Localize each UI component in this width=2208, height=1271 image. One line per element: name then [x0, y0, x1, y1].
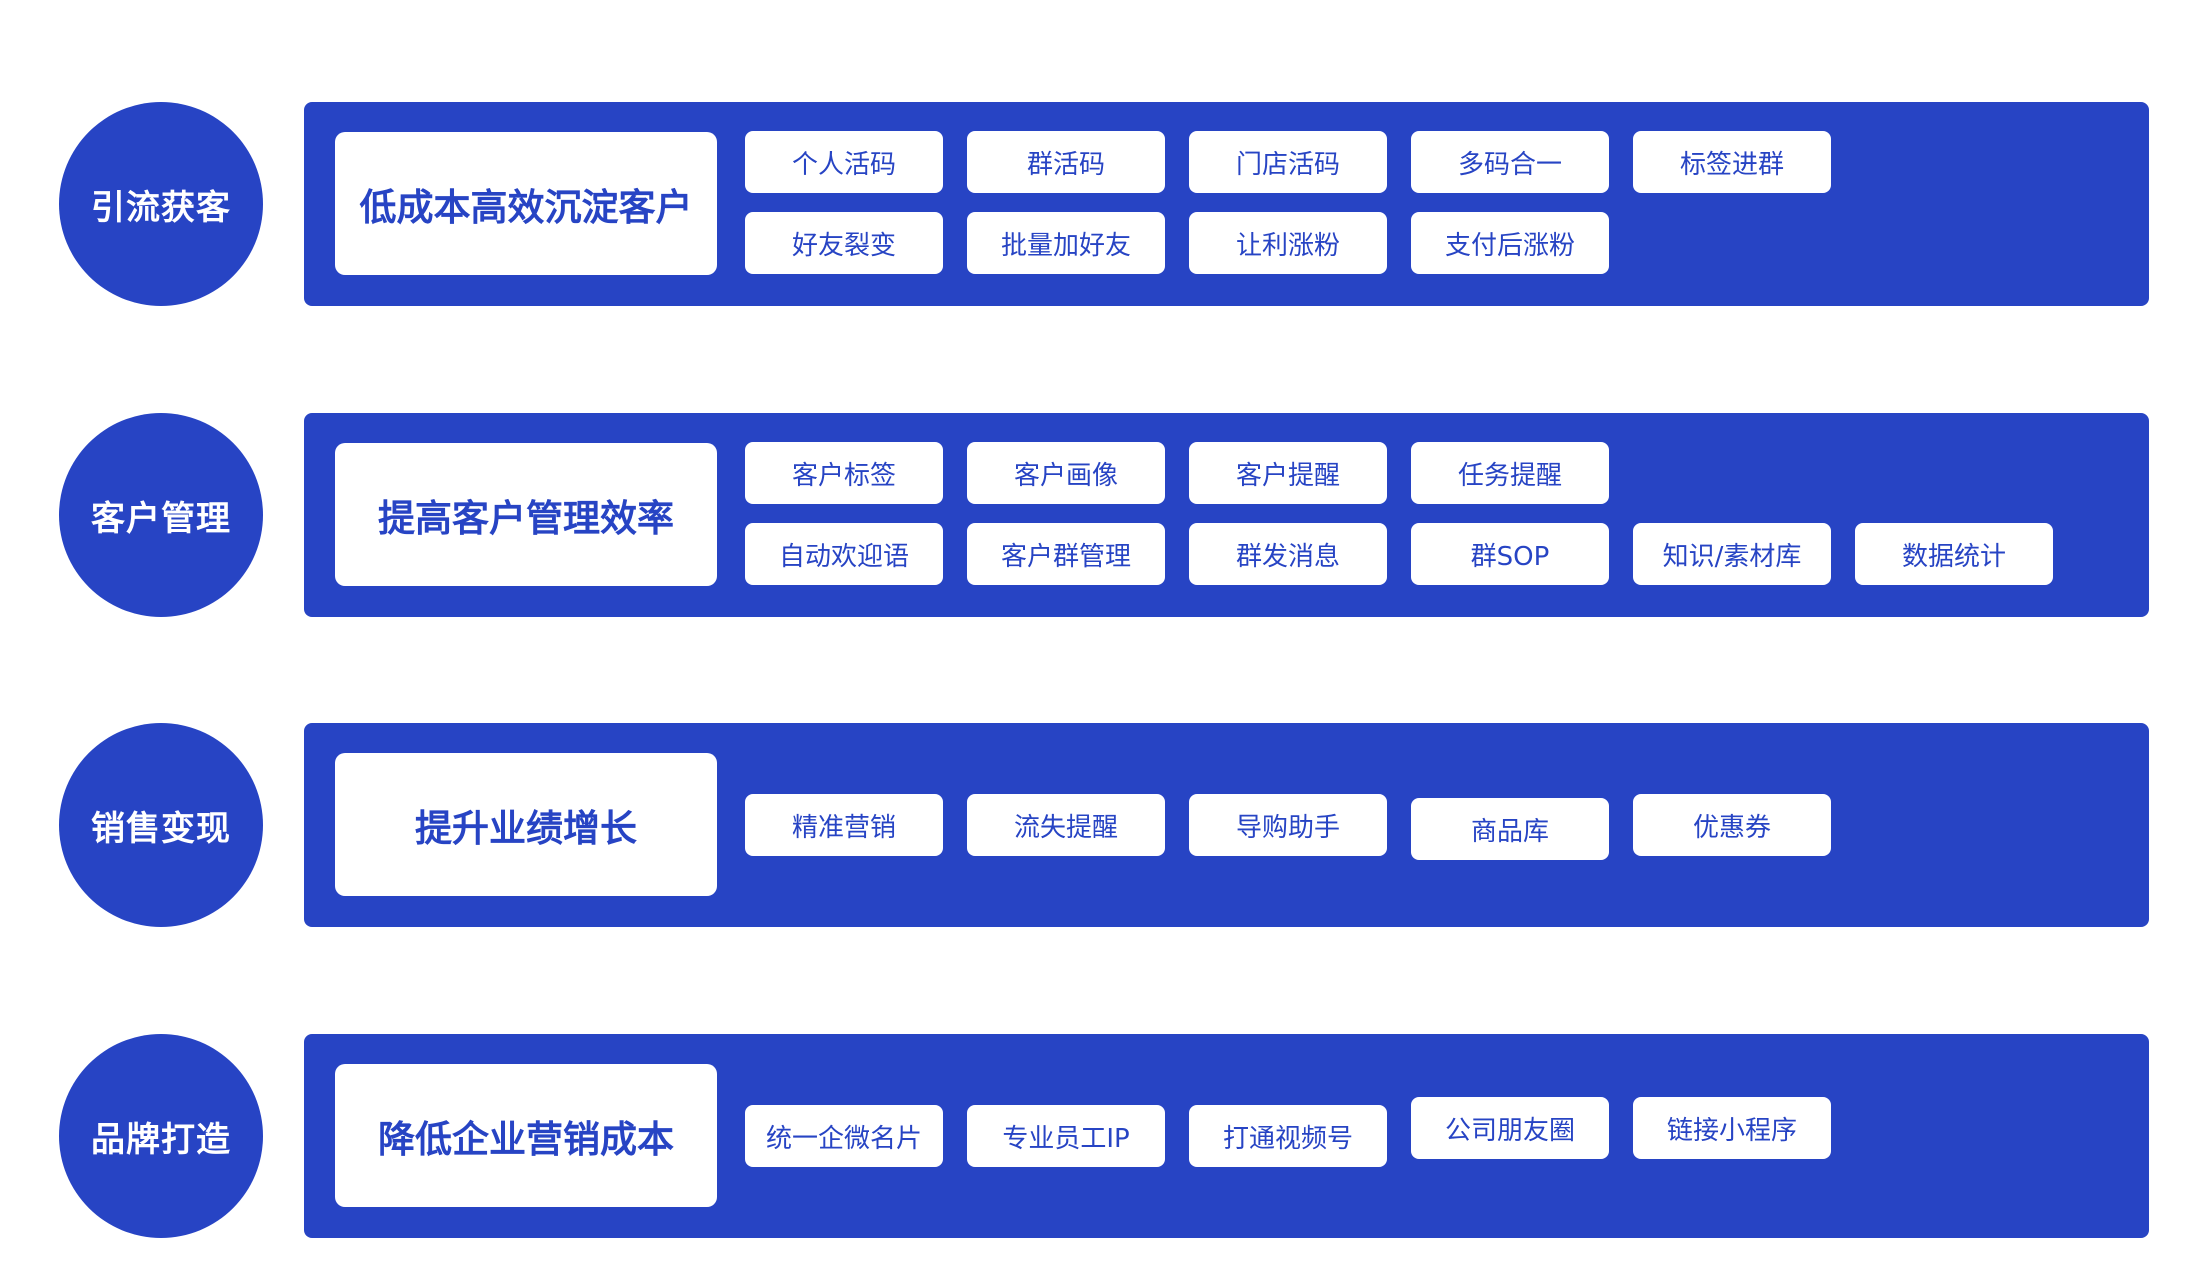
goal-card: 提高客户管理效率 [335, 443, 717, 586]
feature-tag[interactable]: 门店活码 [1189, 131, 1387, 193]
feature-tag[interactable]: 商品库 [1411, 798, 1609, 860]
row-sales-conversion: 销售变现 提升业绩增长 精准营销 流失提醒 导购助手 商品库 优惠券 [0, 723, 2208, 927]
feature-tag[interactable]: 支付后涨粉 [1411, 212, 1609, 274]
feature-tag[interactable]: 优惠券 [1633, 794, 1831, 856]
row-brand-building: 品牌打造 降低企业营销成本 统一企微名片 专业员工IP 打通视频号 公司朋友圈 … [0, 1034, 2208, 1238]
feature-tag[interactable]: 客户群管理 [967, 523, 1165, 585]
feature-tag[interactable]: 公司朋友圈 [1411, 1097, 1609, 1159]
feature-panel: 提高客户管理效率 客户标签 客户画像 客户提醒 任务提醒 自动欢迎语 客户群管理… [304, 413, 2149, 617]
feature-tag[interactable]: 流失提醒 [967, 794, 1165, 856]
feature-tag[interactable]: 多码合一 [1411, 131, 1609, 193]
category-circle: 引流获客 [59, 102, 263, 306]
feature-tag[interactable]: 标签进群 [1633, 131, 1831, 193]
feature-tag[interactable]: 个人活码 [745, 131, 943, 193]
feature-tag[interactable]: 批量加好友 [967, 212, 1165, 274]
feature-tag[interactable]: 客户标签 [745, 442, 943, 504]
feature-tag[interactable]: 导购助手 [1189, 794, 1387, 856]
goal-card: 提升业绩增长 [335, 753, 717, 896]
feature-tag[interactable]: 客户提醒 [1189, 442, 1387, 504]
category-circle: 销售变现 [59, 723, 263, 927]
feature-tag[interactable]: 群活码 [967, 131, 1165, 193]
feature-panel: 低成本高效沉淀客户 个人活码 群活码 门店活码 多码合一 标签进群 好友裂变 批… [304, 102, 2149, 306]
feature-tag[interactable]: 精准营销 [745, 794, 943, 856]
feature-tag[interactable]: 统一企微名片 [745, 1105, 943, 1167]
feature-panel: 降低企业营销成本 统一企微名片 专业员工IP 打通视频号 公司朋友圈 链接小程序 [304, 1034, 2149, 1238]
feature-tag[interactable]: 客户画像 [967, 442, 1165, 504]
feature-tag[interactable]: 专业员工IP [967, 1105, 1165, 1167]
category-circle: 客户管理 [59, 413, 263, 617]
feature-tag[interactable]: 数据统计 [1855, 523, 2053, 585]
row-customer-management: 客户管理 提高客户管理效率 客户标签 客户画像 客户提醒 任务提醒 自动欢迎语 … [0, 413, 2208, 617]
feature-tag[interactable]: 群发消息 [1189, 523, 1387, 585]
feature-panel: 提升业绩增长 精准营销 流失提醒 导购助手 商品库 优惠券 [304, 723, 2149, 927]
feature-tag[interactable]: 任务提醒 [1411, 442, 1609, 504]
feature-tag[interactable]: 好友裂变 [745, 212, 943, 274]
row-lead-generation: 引流获客 低成本高效沉淀客户 个人活码 群活码 门店活码 多码合一 标签进群 好… [0, 102, 2208, 306]
feature-tag[interactable]: 打通视频号 [1189, 1105, 1387, 1167]
feature-tag[interactable]: 知识/素材库 [1633, 523, 1831, 585]
category-circle: 品牌打造 [59, 1034, 263, 1238]
feature-tag[interactable]: 自动欢迎语 [745, 523, 943, 585]
goal-card: 降低企业营销成本 [335, 1064, 717, 1207]
feature-tag[interactable]: 链接小程序 [1633, 1097, 1831, 1159]
feature-tag[interactable]: 让利涨粉 [1189, 212, 1387, 274]
goal-card: 低成本高效沉淀客户 [335, 132, 717, 275]
feature-tag[interactable]: 群SOP [1411, 523, 1609, 585]
